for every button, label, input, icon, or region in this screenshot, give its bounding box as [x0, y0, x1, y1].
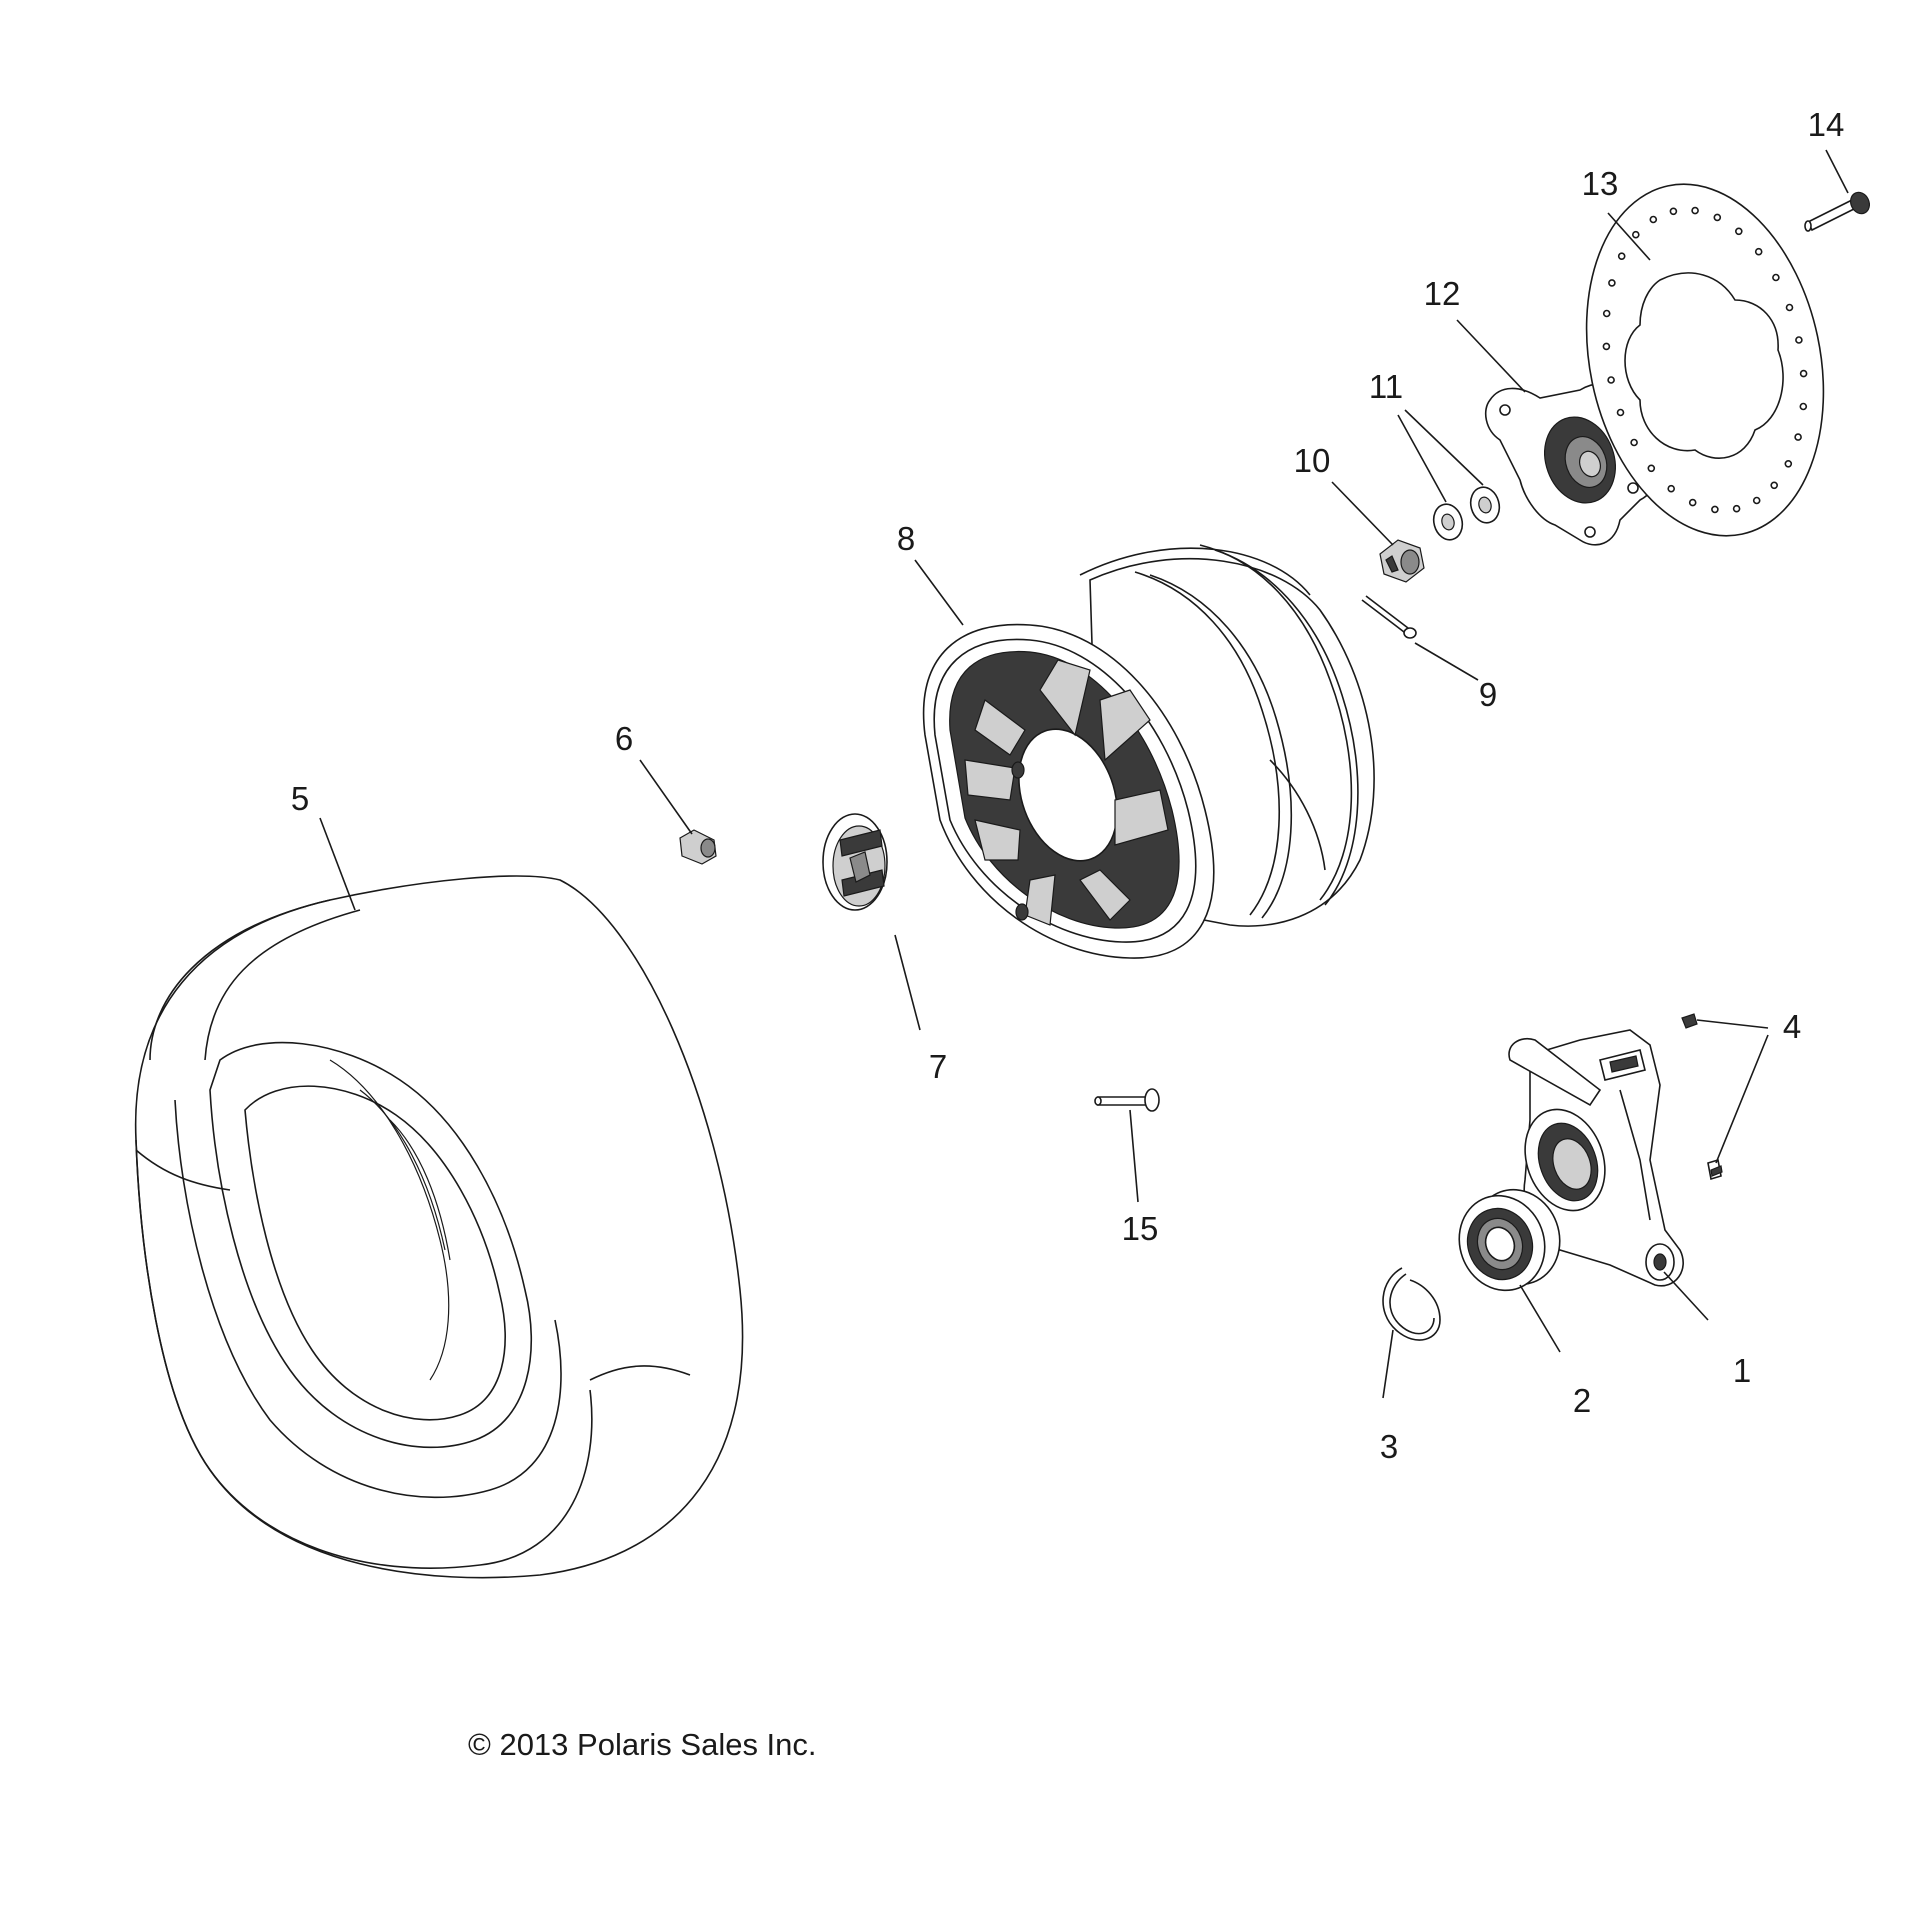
callout-8: 8 [897, 520, 915, 557]
part-brake-disc [1585, 183, 1825, 537]
callout-1: 1 [1733, 1352, 1751, 1389]
leader-lines [319, 149, 1849, 1399]
disc-hole [1607, 376, 1615, 384]
disc-hole [1617, 252, 1626, 261]
leader-4a [1696, 1019, 1769, 1029]
callout-10: 10 [1294, 442, 1331, 479]
leader-9 [1414, 642, 1479, 681]
leader-5 [319, 817, 356, 911]
disc-hole [1794, 433, 1802, 441]
disc-hole [1649, 215, 1658, 224]
disc-hole [1691, 206, 1699, 215]
disc-hole [1667, 484, 1675, 493]
leader-1 [1663, 1271, 1709, 1321]
callout-12: 12 [1424, 275, 1461, 312]
callout-14: 14 [1808, 106, 1845, 143]
part-knuckle [1508, 1029, 1684, 1287]
disc-hole [1688, 498, 1697, 507]
disc-hole [1795, 336, 1803, 344]
leader-8 [914, 559, 964, 626]
disc-hole [1711, 505, 1719, 514]
leader-11a [1397, 414, 1447, 503]
disc-hole [1732, 504, 1741, 513]
leader-4b [1715, 1034, 1769, 1164]
callout-11: 11 [1369, 368, 1403, 405]
callout-6: 6 [615, 720, 633, 757]
disc-hole [1799, 402, 1808, 411]
disc-hole [1647, 464, 1656, 473]
callout-5: 5 [291, 780, 309, 817]
part-snap-ring [1382, 1267, 1441, 1341]
disc-hole [1608, 279, 1616, 287]
part-bearing [1458, 1188, 1561, 1292]
part-tire [134, 875, 744, 1579]
leader-7 [894, 934, 921, 1031]
part-wheel [922, 544, 1375, 959]
part-cotter-pin [1361, 595, 1417, 639]
disc-hole [1752, 496, 1761, 505]
callout-4: 4 [1783, 1008, 1801, 1045]
callout-9: 9 [1479, 676, 1497, 713]
leader-11b [1404, 409, 1484, 486]
leader-15 [1129, 1109, 1139, 1203]
disc-hole [1630, 438, 1638, 447]
leader-13 [1607, 212, 1651, 261]
disc-hole [1784, 459, 1793, 468]
leader-10 [1331, 481, 1394, 546]
part-pin [1094, 1088, 1160, 1112]
callout-15: 15 [1122, 1210, 1159, 1247]
part-fittings [1681, 1013, 1723, 1181]
brake-disc-holes [1602, 206, 1808, 514]
part-washers [1432, 486, 1501, 541]
disc-hole [1669, 207, 1678, 216]
callout-labels: 1 2 3 4 5 6 7 8 9 10 11 12 13 14 15 [291, 106, 1845, 1465]
callout-2: 2 [1573, 1382, 1591, 1419]
leader-6 [639, 759, 693, 835]
disc-hole [1772, 273, 1780, 282]
part-lug-nut [679, 829, 717, 865]
copyright-notice: © 2013 Polaris Sales Inc. [468, 1727, 817, 1762]
leader-3 [1382, 1329, 1394, 1399]
disc-hole [1770, 481, 1778, 490]
leader-14 [1825, 149, 1849, 194]
part-castle-nut [1379, 539, 1425, 583]
disc-hole [1602, 342, 1611, 351]
part-center-cap [822, 813, 888, 911]
callout-13: 13 [1582, 165, 1619, 202]
disc-hole [1799, 369, 1808, 378]
callout-7: 7 [929, 1048, 947, 1085]
leader-2 [1519, 1284, 1561, 1353]
disc-hole [1632, 230, 1640, 239]
disc-hole [1735, 227, 1743, 236]
part-bolt [1804, 191, 1870, 232]
disc-hole [1616, 408, 1625, 417]
callout-3: 3 [1380, 1428, 1398, 1465]
leader-12 [1456, 319, 1526, 393]
disc-hole [1785, 303, 1794, 312]
disc-hole [1713, 213, 1722, 222]
disc-hole [1602, 309, 1611, 318]
disc-hole [1754, 247, 1763, 256]
